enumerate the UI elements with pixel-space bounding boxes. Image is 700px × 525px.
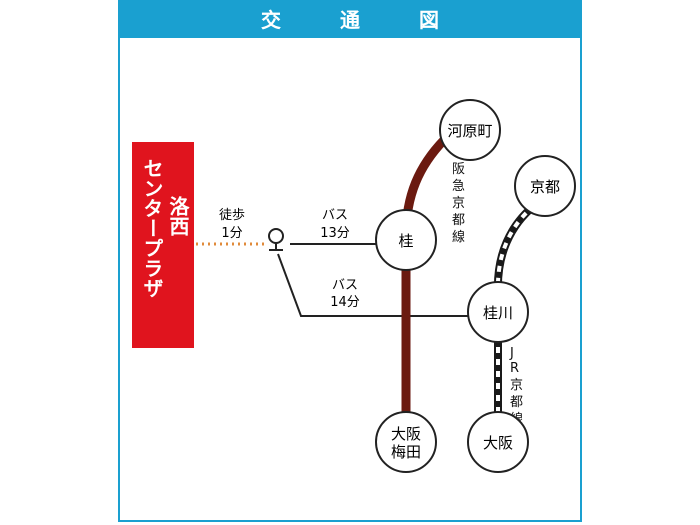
- station-kawaramachi-label: 河原町: [447, 122, 492, 140]
- station-katsuragawa: 桂川: [467, 281, 529, 343]
- hankyu-line-char-5: 線: [452, 229, 465, 245]
- destination-name-line2: センタープラザ: [140, 158, 164, 298]
- station-osaka-label: 大阪: [483, 434, 513, 452]
- bus-route-katsuragawa: [277, 253, 473, 317]
- bus-katsura-label: バス: [322, 208, 348, 223]
- map-title: 交 通 図: [120, 2, 580, 38]
- bus-stop-icon: [268, 228, 284, 251]
- station-osaka-umeda-label-1: 大阪: [391, 425, 421, 443]
- walk-label: 徒歩: [219, 208, 245, 223]
- hankyu-line-char-4: 都: [452, 213, 465, 228]
- station-katsuragawa-label: 桂川: [483, 304, 513, 322]
- destination-block: [132, 142, 194, 348]
- jr-line-char-1: J: [509, 346, 514, 361]
- station-katsura: 桂: [375, 209, 437, 271]
- jr-line-upper-dash: [495, 203, 537, 291]
- walk-time: 1分: [221, 226, 242, 241]
- destination-name-line1: 洛西: [166, 195, 190, 237]
- bus-katsura-time: 13分: [320, 226, 350, 241]
- station-osaka-umeda: 大阪 梅田: [375, 411, 437, 473]
- station-osaka-umeda-label-2: 梅田: [391, 443, 421, 461]
- hankyu-line: [401, 136, 448, 420]
- hankyu-line-char-3: 京: [452, 196, 465, 211]
- bus-katsuragawa-label: バス: [332, 278, 358, 293]
- station-kyoto-label: 京都: [530, 178, 560, 196]
- station-katsura-label: 桂: [398, 232, 413, 250]
- hankyu-line-char-1: 阪: [452, 162, 465, 177]
- hankyu-line-char-2: 急: [452, 179, 465, 194]
- jr-line-char-2: R: [510, 361, 519, 376]
- station-kyoto: 京都: [514, 155, 576, 217]
- bus-katsuragawa-time: 14分: [330, 295, 360, 310]
- jr-line-char-4: 都: [510, 395, 523, 410]
- jr-line-char-3: 京: [510, 378, 523, 393]
- station-osaka: 大阪: [467, 411, 529, 473]
- station-kawaramachi: 河原町: [439, 99, 501, 161]
